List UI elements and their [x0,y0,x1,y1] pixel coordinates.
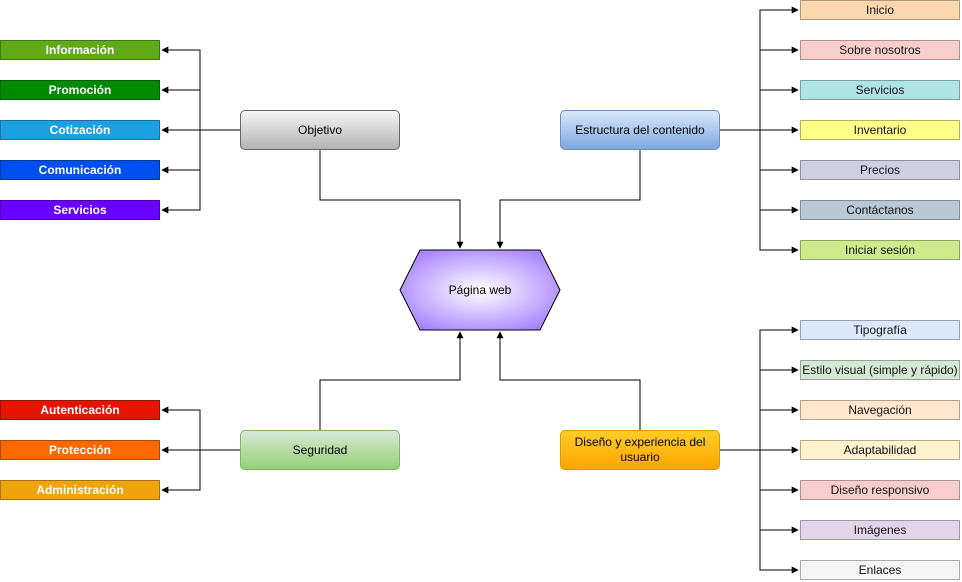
diseno-item[interactable]: Tipografía [800,320,960,340]
category-estructura-label: Estructura del contenido [575,122,705,137]
diseno-item[interactable]: Imágenes [800,520,960,540]
diseno-item-label: Enlaces [858,562,902,577]
objetivo-item[interactable]: Información [0,40,160,60]
estructura-item-label: Servicios [855,82,905,97]
estructura-item-label: Inventario [853,122,907,137]
connector [720,129,799,254]
diseno-item-label: Imágenes [853,522,907,537]
estructura-item-label: Inicio [865,2,894,17]
objetivo-item-label: Información [45,42,115,57]
category-seguridad-label: Seguridad [292,442,348,457]
objetivo-item-label: Promoción [48,82,112,97]
seguridad-item[interactable]: Administración [0,480,160,500]
connector [720,6,799,131]
category-seguridad[interactable]: Seguridad [240,430,400,470]
category-diseno[interactable]: Diseño y experiencia del usuario [560,430,720,470]
category-objetivo-label: Objetivo [297,122,343,137]
objetivo-item-label: Cotización [49,122,111,137]
estructura-item[interactable]: Servicios [800,80,960,100]
connector [720,449,799,574]
objetivo-item[interactable]: Comunicación [0,160,160,180]
seguridad-item-label: Administración [36,482,124,497]
objetivo-item-label: Comunicación [38,162,122,177]
category-diseno-label: Diseño y experiencia del usuario [574,435,706,464]
estructura-item-label: Sobre nosotros [839,42,921,57]
connector [161,406,240,451]
connector [161,129,240,214]
objetivo-item-label: Servicios [53,202,107,217]
connector [720,129,799,174]
estructura-item[interactable]: Sobre nosotros [800,40,960,60]
diseno-item-label: Adaptabilidad [843,442,917,457]
diseno-item[interactable]: Diseño responsivo [800,480,960,500]
diseno-item-label: Estilo visual (simple y rápido) [802,362,958,377]
diseno-item-label: Diseño responsivo [830,482,930,497]
connector [720,326,799,451]
diseno-item-label: Navegación [848,402,912,417]
category-estructura[interactable]: Estructura del contenido [560,110,720,150]
estructura-item-label: Contáctanos [846,202,914,217]
connector [720,449,799,494]
center-label: Página web [448,283,512,297]
connector [161,449,240,494]
estructura-item[interactable]: Iniciar sesión [800,240,960,260]
connector [720,406,799,451]
objetivo-item[interactable]: Promoción [0,80,160,100]
connector [161,86,240,131]
diseno-item[interactable]: Navegación [800,400,960,420]
diseno-item[interactable]: Estilo visual (simple y rápido) [800,360,960,380]
connector [496,331,641,430]
estructura-item[interactable]: Contáctanos [800,200,960,220]
seguridad-item-label: Autenticación [40,402,120,417]
estructura-item[interactable]: Inventario [800,120,960,140]
connector [319,331,464,430]
connector [161,129,240,174]
center-hexagon[interactable] [399,249,561,331]
diseno-item-label: Tipografía [853,322,907,337]
diseno-item[interactable]: Enlaces [800,560,960,580]
estructura-item-label: Iniciar sesión [844,242,916,257]
estructura-item[interactable]: Inicio [800,0,960,20]
connector [720,86,799,131]
objetivo-item[interactable]: Servicios [0,200,160,220]
seguridad-item-label: Protección [48,442,111,457]
estructura-item[interactable]: Precios [800,160,960,180]
seguridad-item[interactable]: Autenticación [0,400,160,420]
connector [319,150,464,249]
connector [496,150,641,249]
seguridad-item[interactable]: Protección [0,440,160,460]
category-objetivo[interactable]: Objetivo [240,110,400,150]
diseno-item[interactable]: Adaptabilidad [800,440,960,460]
objetivo-item[interactable]: Cotización [0,120,160,140]
estructura-item-label: Precios [859,162,900,177]
